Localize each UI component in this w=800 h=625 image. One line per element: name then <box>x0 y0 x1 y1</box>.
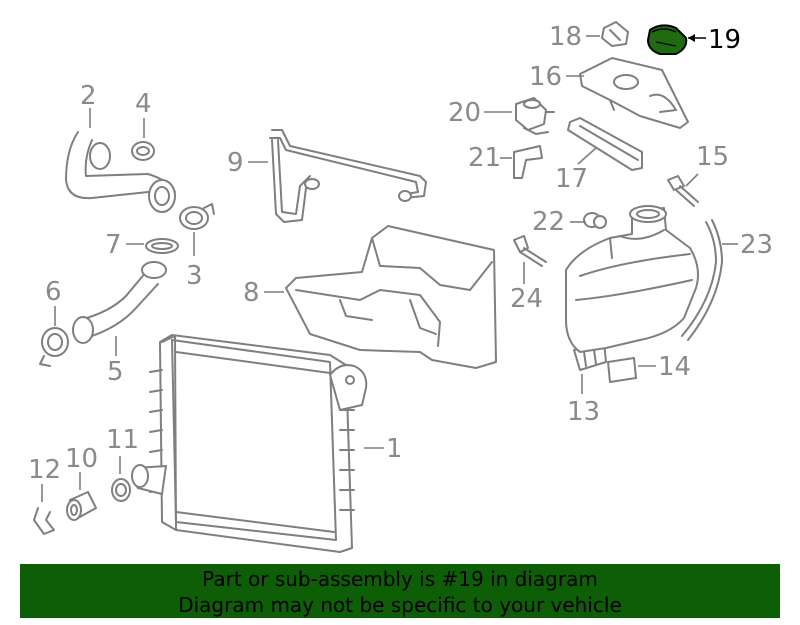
part-21-bracket[interactable] <box>513 145 543 179</box>
callout-10: 10 <box>65 444 98 474</box>
callout-18: 18 <box>549 22 582 52</box>
banner-line-1: Part or sub-assembly is #19 in diagram <box>202 567 598 591</box>
callout-19: 19 <box>708 25 741 55</box>
parts-diagram: 1 2 3 4 5 6 7 <box>28 21 773 553</box>
part-15-bolt[interactable] <box>667 175 699 207</box>
callout-17: 17 <box>555 164 588 194</box>
callout-22: 22 <box>532 207 565 237</box>
part-16-bracket[interactable] <box>579 57 689 129</box>
part-14-pad[interactable] <box>607 357 637 383</box>
callout-15: 15 <box>696 142 729 172</box>
callout-8: 8 <box>243 278 260 308</box>
callout-21: 21 <box>468 143 501 173</box>
leader-17 <box>577 147 597 165</box>
part-20-valve[interactable] <box>515 97 555 135</box>
leader-15 <box>685 173 699 187</box>
callout-7: 7 <box>105 230 122 260</box>
part-19-reservoir-cap[interactable] <box>647 24 688 55</box>
callout-11: 11 <box>106 425 139 455</box>
part-11-o-ring[interactable] <box>111 478 131 502</box>
info-banner: Part or sub-assembly is #19 in diagram D… <box>20 564 780 618</box>
callout-24: 24 <box>510 284 543 314</box>
callout-5: 5 <box>107 357 124 387</box>
part-5-lower-hose[interactable] <box>72 261 167 344</box>
part-10-connector[interactable] <box>66 491 97 521</box>
part-8-shroud[interactable] <box>285 225 497 369</box>
callout-13: 13 <box>567 397 600 427</box>
callout-16: 16 <box>529 62 562 92</box>
part-3-clamp[interactable] <box>179 203 215 230</box>
callout-2: 2 <box>80 81 97 111</box>
part-22-fitting[interactable] <box>583 212 607 229</box>
callout-3: 3 <box>186 261 203 291</box>
part-17-strip[interactable] <box>567 117 643 171</box>
callout-1: 1 <box>386 434 403 464</box>
callout-20: 20 <box>448 98 481 128</box>
part-12-clip[interactable] <box>33 507 55 535</box>
callout-23: 23 <box>740 230 773 260</box>
part-6-clamp[interactable] <box>39 327 69 367</box>
part-1-radiator[interactable] <box>131 334 368 553</box>
callout-6: 6 <box>45 277 62 307</box>
banner-line-2: Diagram may not be specific to your vehi… <box>178 593 622 617</box>
part-24-sensor[interactable] <box>513 235 547 267</box>
part-2-upper-hose[interactable] <box>65 131 176 213</box>
arrowhead-19 <box>688 34 695 42</box>
callout-12: 12 <box>28 455 61 485</box>
part-9-bleed-hose[interactable] <box>269 129 427 223</box>
part-4-o-ring[interactable] <box>131 141 155 161</box>
callout-14: 14 <box>658 352 691 382</box>
part-18-cap[interactable] <box>601 21 629 47</box>
part-7-o-ring[interactable] <box>145 238 179 254</box>
expansion-tank <box>565 205 699 353</box>
part-23-overflow-hose[interactable] <box>681 219 723 341</box>
callout-9: 9 <box>227 148 244 178</box>
callout-4: 4 <box>135 89 152 119</box>
